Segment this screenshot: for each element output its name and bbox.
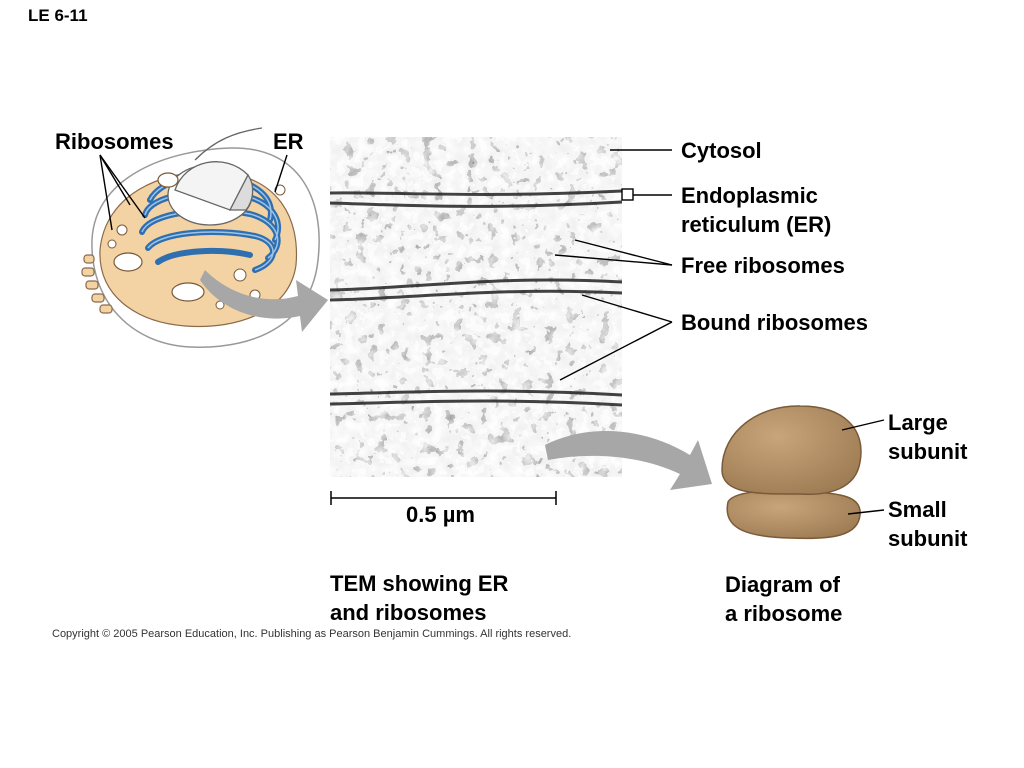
label-small-subunit: Small subunit (888, 497, 968, 551)
label-large-subunit: Large subunit (888, 410, 968, 464)
cell-label-lines (99, 154, 288, 231)
tem-micrograph (330, 137, 622, 477)
arrow-cell-to-tem (200, 270, 328, 332)
scale-bar (330, 491, 557, 505)
small-subunit-shape (726, 489, 861, 540)
label-ribosomes: Ribosomes (55, 129, 174, 154)
label-cytosol: Cytosol (681, 138, 762, 163)
ribosome-label-lines (841, 419, 885, 515)
large-subunit-shape (721, 405, 862, 496)
label-er: ER (273, 129, 304, 154)
vesicles (107, 184, 286, 310)
label-bound-ribosomes: Bound ribosomes (681, 310, 869, 335)
caption-tem: TEM showing ER and ribosomes (330, 571, 509, 625)
nucleus (167, 161, 254, 226)
mitochondria (113, 172, 205, 302)
label-free-ribosomes: Free ribosomes (681, 253, 845, 278)
ribosome-diagram (721, 405, 862, 540)
cell-illustration (81, 127, 320, 348)
caption-diagram: Diagram of a ribosome (725, 572, 843, 626)
scale-bar-label: 0.5 µm (406, 502, 475, 527)
copyright-notice: Copyright © 2005 Pearson Education, Inc.… (52, 628, 572, 640)
label-endoplasmic-reticulum: Endoplasmic reticulum (ER) (681, 183, 832, 237)
microvilli (81, 254, 113, 314)
arrow-tem-to-ribosome (545, 431, 712, 490)
slide-id: LE 6-11 (28, 6, 88, 25)
tem-label-lines (554, 149, 673, 381)
er-membranes (330, 189, 622, 407)
cilia-tail (194, 127, 263, 161)
